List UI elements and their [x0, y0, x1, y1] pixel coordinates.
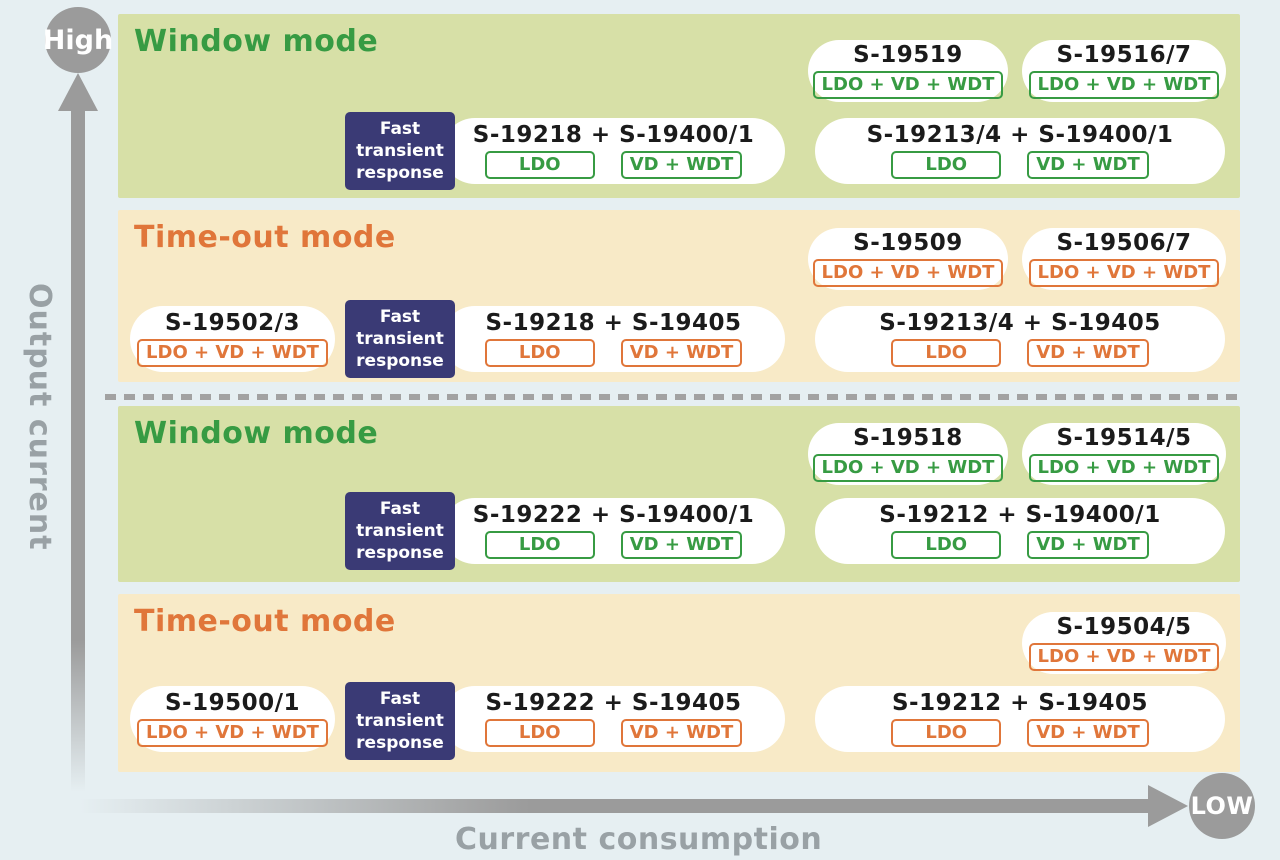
product-name: S-19213/4 + S-19400/1: [866, 121, 1174, 148]
y-axis-arrowhead-icon: [58, 73, 98, 111]
product-name: S-19514/5: [1056, 424, 1192, 451]
feature-tag: LDO: [484, 339, 595, 368]
product-pill[interactable]: S-19500/1 LDO + VD + WDT: [130, 686, 335, 752]
feature-tag: LDO + VD + WDT: [137, 339, 328, 368]
fast-transient-response-label: Fast transient response: [356, 498, 444, 564]
y-axis-arrow-shaft: [71, 104, 85, 792]
product-name: S-19516/7: [1056, 41, 1192, 68]
band-window-mode-low: Window mode S-19518 LDO + VD + WDT S-195…: [118, 406, 1240, 582]
feature-tag: VD + WDT: [620, 531, 743, 560]
feature-tag-row: LDO VD + WDT: [484, 151, 743, 180]
product-pill[interactable]: S-19502/3 LDO + VD + WDT: [130, 306, 335, 372]
product-pill[interactable]: S-19218 + S-19400/1 LDO VD + WDT: [442, 118, 785, 184]
feature-tag: LDO + VD + WDT: [1028, 643, 1220, 672]
fast-transient-response-badge: Fast transient response: [345, 492, 455, 570]
fast-transient-response-badge: Fast transient response: [345, 112, 455, 190]
product-name: S-19222 + S-19405: [485, 689, 742, 716]
fast-transient-response-label: Fast transient response: [356, 306, 444, 372]
product-name: S-19500/1: [164, 689, 301, 716]
feature-tag: LDO + VD + WDT: [812, 259, 1004, 288]
dashed-separator: [105, 394, 1245, 400]
feature-tag: LDO + VD + WDT: [1028, 71, 1220, 100]
product-name: S-19218 + S-19400/1: [472, 121, 755, 148]
feature-tag: VD + WDT: [1027, 531, 1149, 560]
fast-transient-response-badge: Fast transient response: [345, 300, 455, 378]
feature-tag: VD + WDT: [620, 719, 743, 748]
product-pill[interactable]: S-19509 LDO + VD + WDT: [808, 228, 1008, 290]
product-pill[interactable]: S-19212 + S-19400/1 LDO VD + WDT: [815, 498, 1225, 564]
y-axis-title: Output current: [22, 283, 57, 551]
feature-tag: VD + WDT: [1027, 151, 1149, 180]
product-name: S-19504/5: [1056, 613, 1192, 640]
product-name: S-19518: [853, 424, 963, 451]
product-pill[interactable]: S-19514/5 LDO + VD + WDT: [1022, 423, 1226, 485]
band-window-mode-high: Window mode S-19519 LDO + VD + WDT S-195…: [118, 14, 1240, 198]
band-timeout-mode-low: Time-out mode S-19504/5 LDO + VD + WDT S…: [118, 594, 1240, 772]
band-title: Time-out mode: [134, 220, 396, 255]
product-pill[interactable]: S-19504/5 LDO + VD + WDT: [1022, 612, 1226, 674]
feature-tag: VD + WDT: [1027, 719, 1149, 748]
product-name: S-19502/3: [164, 309, 301, 336]
band-title: Time-out mode: [134, 604, 396, 639]
feature-tag-row: LDO VD + WDT: [891, 151, 1149, 180]
product-pill[interactable]: S-19222 + S-19405 LDO VD + WDT: [442, 686, 785, 752]
feature-tag-row: LDO VD + WDT: [891, 531, 1149, 560]
feature-tag: LDO: [484, 719, 595, 748]
feature-tag: LDO: [891, 531, 1002, 560]
x-axis-title: Current consumption: [455, 822, 823, 857]
band-title: Window mode: [134, 24, 379, 59]
feature-tag: LDO + VD + WDT: [1028, 454, 1220, 483]
feature-tag-row: LDO VD + WDT: [484, 531, 743, 560]
fast-transient-response-label: Fast transient response: [356, 118, 444, 184]
feature-tag: VD + WDT: [1027, 339, 1149, 368]
product-name: S-19506/7: [1056, 229, 1192, 256]
product-pill[interactable]: S-19212 + S-19405 LDO VD + WDT: [815, 686, 1225, 752]
fast-transient-response-badge: Fast transient response: [345, 682, 455, 760]
product-pill[interactable]: S-19516/7 LDO + VD + WDT: [1022, 40, 1226, 102]
band-title: Window mode: [134, 416, 379, 451]
product-name: S-19213/4 + S-19405: [879, 309, 1161, 336]
x-axis-low-badge: LOW: [1189, 773, 1255, 839]
feature-tag: LDO: [484, 151, 595, 180]
product-pill[interactable]: S-19213/4 + S-19405 LDO VD + WDT: [815, 306, 1225, 372]
product-name: S-19509: [853, 229, 963, 256]
feature-tag-row: LDO VD + WDT: [891, 339, 1149, 368]
y-axis-high-label: High: [42, 24, 114, 56]
fast-transient-response-label: Fast transient response: [356, 688, 444, 754]
feature-tag-row: LDO VD + WDT: [891, 719, 1149, 748]
product-name: S-19212 + S-19405: [891, 689, 1149, 716]
product-name: S-19218 + S-19405: [485, 309, 742, 336]
feature-tag: LDO + VD + WDT: [137, 719, 328, 748]
band-timeout-mode-high: Time-out mode S-19509 LDO + VD + WDT S-1…: [118, 210, 1240, 382]
feature-tag: VD + WDT: [620, 151, 743, 180]
feature-tag-row: LDO VD + WDT: [484, 339, 743, 368]
product-pill[interactable]: S-19506/7 LDO + VD + WDT: [1022, 228, 1226, 290]
feature-tag: LDO + VD + WDT: [812, 454, 1004, 483]
x-axis-low-label: LOW: [1190, 792, 1254, 820]
product-pill[interactable]: S-19519 LDO + VD + WDT: [808, 40, 1008, 102]
product-pill[interactable]: S-19518 LDO + VD + WDT: [808, 423, 1008, 485]
product-pill[interactable]: S-19222 + S-19400/1 LDO VD + WDT: [442, 498, 785, 564]
feature-tag: LDO: [891, 339, 1002, 368]
product-name: S-19222 + S-19400/1: [472, 501, 755, 528]
feature-tag: LDO + VD + WDT: [812, 71, 1004, 100]
x-axis-arrowhead-icon: [1148, 785, 1188, 827]
product-pill[interactable]: S-19218 + S-19405 LDO VD + WDT: [442, 306, 785, 372]
feature-tag: LDO: [484, 531, 595, 560]
y-axis-high-badge: High: [42, 7, 114, 73]
product-pill[interactable]: S-19213/4 + S-19400/1 LDO VD + WDT: [815, 118, 1225, 184]
feature-tag: LDO: [891, 151, 1002, 180]
product-name: S-19519: [853, 41, 963, 68]
feature-tag-row: LDO VD + WDT: [484, 719, 743, 748]
feature-tag: VD + WDT: [620, 339, 743, 368]
feature-tag: LDO: [891, 719, 1002, 748]
x-axis-arrow-shaft: [80, 799, 1150, 813]
product-name: S-19212 + S-19400/1: [879, 501, 1161, 528]
feature-tag: LDO + VD + WDT: [1028, 259, 1220, 288]
